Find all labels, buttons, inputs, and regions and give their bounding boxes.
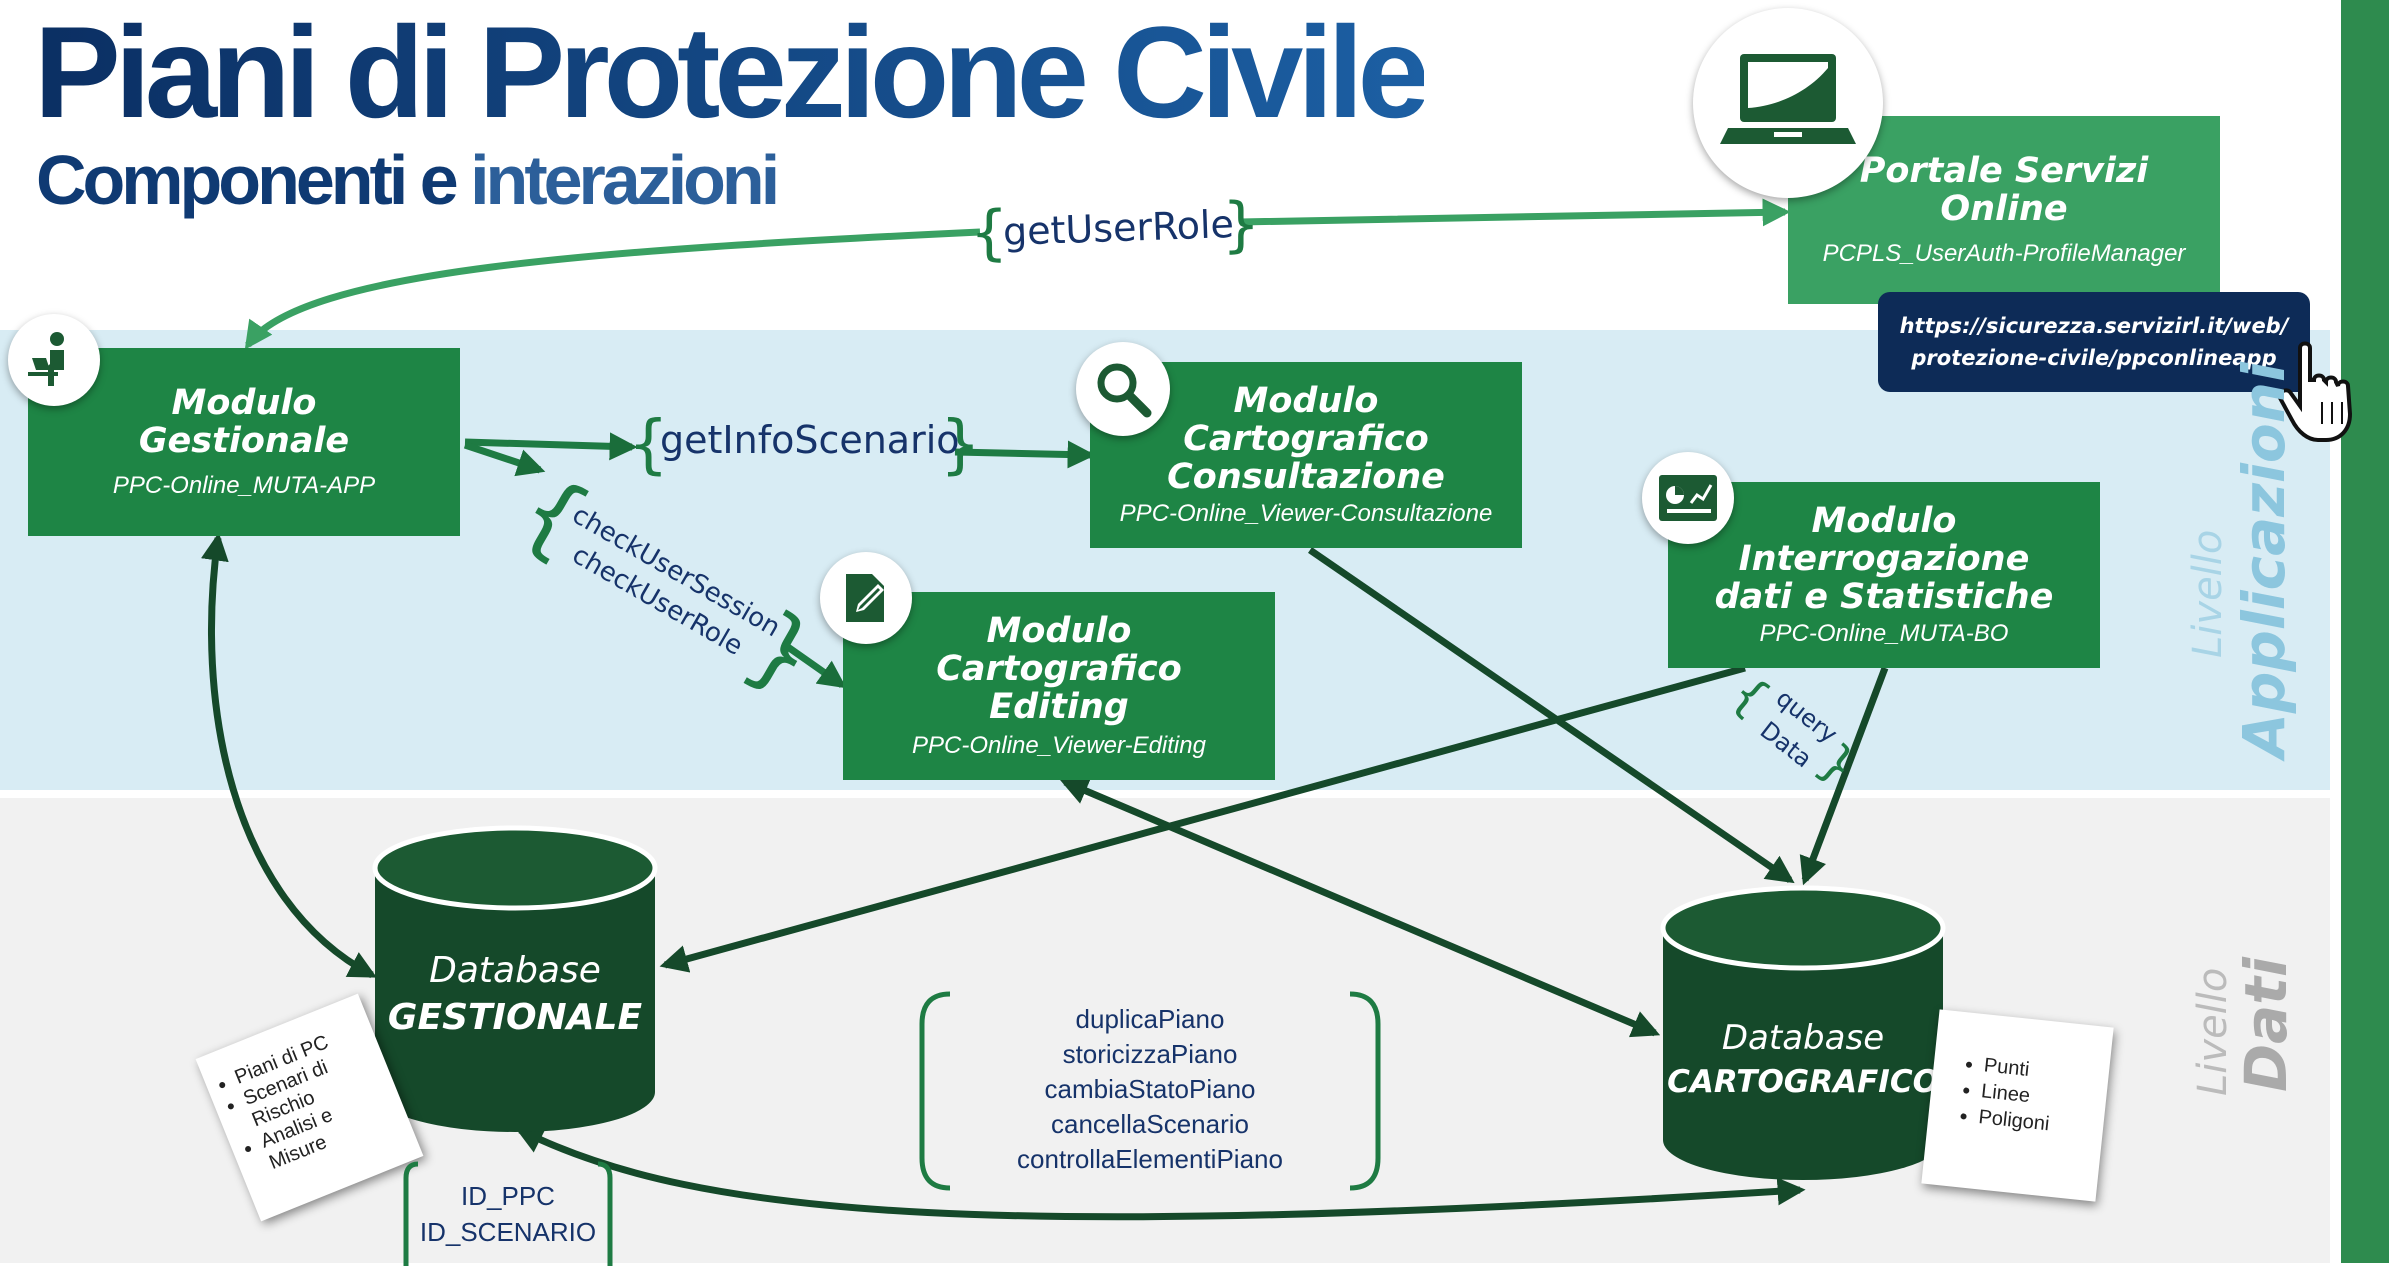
operation-item: storicizzaPiano [1062,1039,1238,1069]
module-interrogazione: Modulo Interrogazione dati e Statistiche… [1668,482,2100,668]
module-title: Modulo Gestionale [138,383,350,461]
level-data-word2: Dati [2232,957,2300,1092]
level-app-word2: Applicazioni [2230,362,2298,758]
arrow-getuserrole [248,212,1785,345]
module-code: PCPLS_UserAuth-ProfileManager [1822,240,2186,267]
search-icon [1076,342,1170,436]
ids-brackets [403,1161,613,1266]
module-code: PPC-Online_Viewer-Consultazione [1119,500,1493,527]
module-title: Modulo Cartografico Consultazione [1167,381,1445,497]
database-gestionale-shape [372,825,658,1132]
edit-document-icon [820,552,912,644]
level-data-word1: Livello [2190,967,2236,1096]
operation-item: cambiaStatoPiano [1044,1074,1256,1104]
module-cartografico-consultazione: Modulo Cartografico Consultazione PPC-On… [1090,362,1522,548]
pointer-hand-icon [2278,341,2353,442]
note-cartografico: Punti Linee Poligoni [1921,1009,2114,1202]
module-code: PPC-Online_Viewer-Editing [912,732,1206,759]
laptop-icon [1693,8,1883,198]
id-item: ID_SCENARIO [419,1217,597,1247]
module-title: Modulo Cartografico Editing [936,611,1182,727]
user-at-desk-icon [8,314,100,406]
label-getuserrole: getUserRole [1002,201,1235,255]
bracket-getinfoscenario-open: { [628,408,669,482]
label-getinfoscenario: getInfoScenario [660,418,960,462]
arrow-editing-dbc [1059,777,1661,1038]
bracket-getinfoscenario-close: } [940,408,981,482]
module-cartografico-editing: Modulo Cartografico Editing PPC-Online_V… [843,592,1275,780]
portal-url-link[interactable]: https://sicurezza.servizirl.it/web/ prot… [1878,292,2310,392]
bracket-getuserrole-open: { [970,198,1009,268]
db-line1: Database [429,950,601,991]
database-cartografico-shape [1660,885,1946,1180]
dashboard-chart-icon [1642,452,1734,544]
database-cartografico: Database CARTOGRAFICO [1663,1016,1943,1104]
operation-item: controllaElementiPiano [1017,1144,1283,1174]
operation-item: duplicaPiano [1075,1004,1225,1034]
operation-item: cancellaScenario [1050,1109,1249,1139]
module-code: PPC-Online_MUTA-APP [112,472,376,499]
bracket-getuserrole-close: } [1222,190,1261,260]
arrow-interrogazione-dbc [1799,666,1889,886]
module-title: Portale Servizi Online [1859,151,2149,229]
right-gap [2330,0,2341,1263]
arrow-db-db [514,1126,1806,1221]
right-stripe [2341,0,2389,1263]
module-title: Modulo Interrogazione dati e Statistiche [1714,501,2054,617]
arrow-checksession [463,441,842,685]
operations-list: duplicaPiano storicizzaPiano cambiaStato… [940,1002,1360,1177]
operations-brackets [919,991,1381,1191]
id-item: ID_PPC [461,1181,555,1211]
level-app-word1: Livello [2185,529,2231,658]
module-code: PPC-Online_MUTA-BO [1759,620,2009,647]
ids-list: ID_PPC ID_SCENARIO [418,1178,598,1250]
db-line2: GESTIONALE [387,997,643,1038]
arrow-consultazione-db [1308,547,1795,884]
module-gestionale: Modulo Gestionale PPC-Online_MUTA-APP [28,348,460,536]
page-title: Piani di Protezione Civile [34,0,1430,145]
database-gestionale: Database GESTIONALE [375,948,655,1042]
db-line1: Database [1721,1018,1885,1058]
db-line2: CARTOGRAFICO [1667,1064,1939,1100]
arrow-gestionale-db [200,532,377,979]
